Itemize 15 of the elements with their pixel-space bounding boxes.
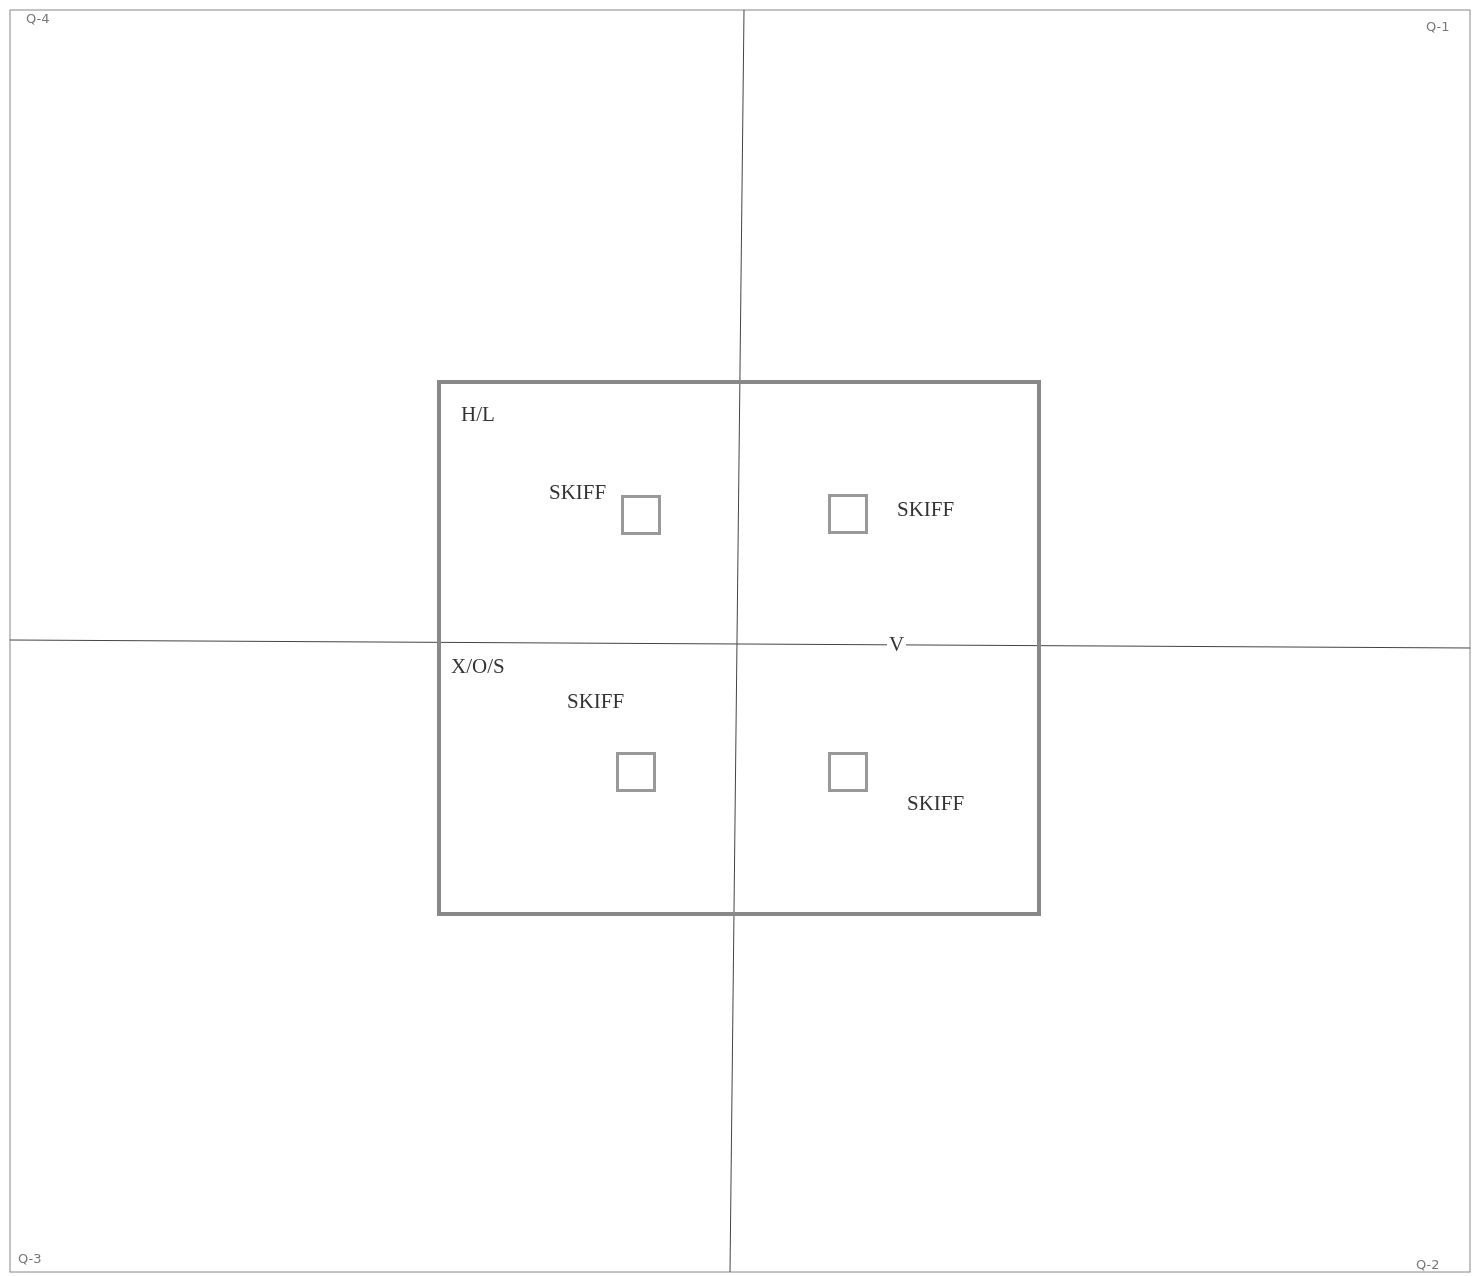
quadrant-label: Q-4 bbox=[26, 12, 50, 25]
name-label: SKIFF bbox=[907, 793, 965, 814]
square-marker bbox=[828, 494, 868, 534]
square-marker bbox=[621, 495, 661, 535]
area-label: X/O/S bbox=[451, 656, 505, 677]
name-label: SKIFF bbox=[567, 691, 625, 712]
area-rectangle bbox=[437, 380, 1041, 916]
name-label: SKIFF bbox=[897, 499, 955, 520]
name-label: SKIFF bbox=[549, 482, 607, 503]
area-label: H/L bbox=[461, 404, 495, 425]
quadrant-label: Q-2 bbox=[1416, 1258, 1440, 1271]
quadrant-label: Q-3 bbox=[18, 1252, 42, 1265]
square-marker bbox=[616, 752, 656, 792]
square-marker bbox=[828, 752, 868, 792]
quadrant-label: Q-1 bbox=[1426, 20, 1450, 33]
